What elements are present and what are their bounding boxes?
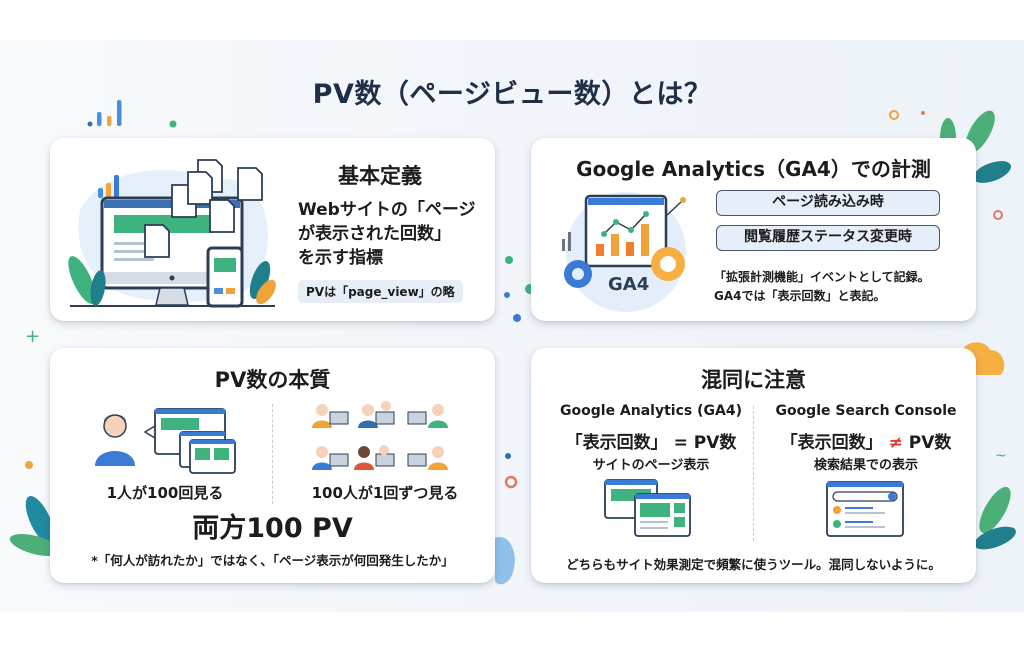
definition-line-3: を示す指標 [298, 248, 383, 268]
gsc-equation-suffix: PV数 [908, 433, 952, 453]
page-title: PV数（ページビュー数）とは？ [312, 79, 712, 110]
many-people-laptops-icon [312, 401, 448, 470]
ga4-heading: Google Analytics（GA4）での計測 [576, 157, 931, 181]
essence-divider [272, 404, 273, 504]
equal-operator: = [673, 433, 688, 453]
event-page-load: ページ読み込み時 [716, 190, 940, 216]
definition-line-2: が表示された回数」 [298, 224, 451, 244]
blue-gear-icon [564, 260, 592, 288]
search-results-icon [826, 481, 904, 537]
caution-heading: 混同に注意 [701, 368, 806, 392]
not-equal-operator: ≠ [888, 433, 903, 453]
svg-text:GA4: GA4 [608, 274, 649, 295]
essence-heading: PV数の本質 [214, 368, 331, 392]
basic-definition-heading: 基本定義 [338, 164, 422, 188]
ga4-equation-prefix: 「表示回数」 [565, 433, 668, 453]
one-person-caption: 1人が100回見る [106, 484, 224, 502]
essence-footnote: *「何人が訪れたか」ではなく、「ページ表示が何回発生したか」 [91, 553, 454, 568]
ga4-chart-gears-illustration-icon: GA4 [562, 192, 686, 312]
ga4-note-line-2: GA4では「表示回数」と表記。 [714, 289, 886, 303]
essence-result: 両方100 PV [192, 513, 353, 544]
ga4-tool-name: Google Analytics (GA4) [560, 403, 742, 419]
infographic-canvas: + ~ PV数（ページビュー数）とは？ [0, 40, 1024, 612]
definition-text: Webサイトの「ページ が表示された回数」 を示す指標 [298, 198, 498, 270]
event-history-change: 閲覧履歴ステータス変更時 [716, 225, 940, 251]
caution-divider [753, 406, 754, 541]
gsc-equation-prefix: 「表示回数」 [780, 433, 883, 453]
ga4-note: 「拡張計測機能」イベントとして記録。 GA4では「表示回数」と表記。 [714, 268, 974, 306]
ga4-note-line-1: 「拡張計測機能」イベントとして記録。 [714, 270, 930, 284]
definition-line-1: Webサイトの「ページ [298, 200, 476, 220]
hundred-people-caption: 100人が1回ずつ見る [311, 484, 459, 502]
ga4-equation-suffix: PV数 [693, 433, 737, 453]
one-person-many-pages-icon [95, 408, 236, 474]
gsc-tool-name: Google Search Console [775, 403, 957, 419]
ga4-measurement-card: Google Analytics（GA4）での計測 [531, 138, 976, 321]
abbreviation-note: PVは「page_view」の略 [298, 280, 463, 303]
svg-text:+: + [25, 326, 40, 347]
orange-gear-icon [651, 247, 685, 281]
caution-card: 混同に注意 Google Analytics (GA4) 「表示回数」 = PV… [531, 348, 976, 583]
pv-essence-card: PV数の本質 1人が100回見る [50, 348, 495, 583]
caution-footnote: どちらもサイト効果測定で頻繁に使うツール。混同しないように。 [566, 557, 941, 572]
basic-definition-card: 基本定義 Webサイトの「ページ が表示された回数」 を示す指標 PVは「pag… [50, 138, 495, 321]
ga4-description: サイトのページ表示 [592, 458, 710, 473]
gsc-equation: 「表示回数」 ≠ PV数 [756, 428, 976, 453]
monitor-phone-pages-illustration-icon [68, 159, 276, 308]
gsc-description: 検索結果での表示 [813, 458, 918, 473]
svg-text:~: ~ [995, 448, 1007, 464]
ga4-equation: 「表示回数」 = PV数 [541, 428, 761, 453]
bar-chart-decoration-icon [87, 100, 177, 128]
site-pages-icon [604, 479, 691, 537]
